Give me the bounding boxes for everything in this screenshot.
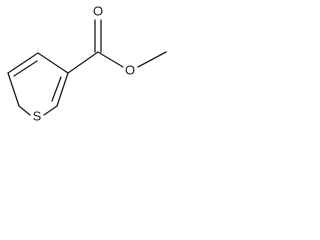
bond-c3-c4 — [37, 52, 69, 74]
sulfur-atom-label: S — [33, 109, 42, 124]
bond-s1-c2-link — [18, 105, 31, 116]
bond-s1-c2 — [7, 72, 20, 107]
chemical-structure-diagram: S O O — [7, 4, 167, 124]
bond-c2-c3-inner — [13, 60, 38, 77]
carbonyl-oxygen-label: O — [93, 4, 103, 19]
ester-oxygen-label: O — [125, 63, 135, 78]
bond-c4-carbonyl — [67, 51, 99, 74]
bond-c2-c3 — [7, 52, 39, 74]
bond-c4-c5-inner — [51, 76, 62, 102]
bond-c4-c5 — [56, 72, 69, 107]
methyl-ester-group — [67, 19, 167, 74]
bond-carbonyl-ester-o — [97, 51, 124, 68]
thiophene-ring — [7, 52, 69, 116]
bond-c5-s1 — [43, 105, 58, 116]
bond-ester-o-methyl — [137, 51, 167, 68]
